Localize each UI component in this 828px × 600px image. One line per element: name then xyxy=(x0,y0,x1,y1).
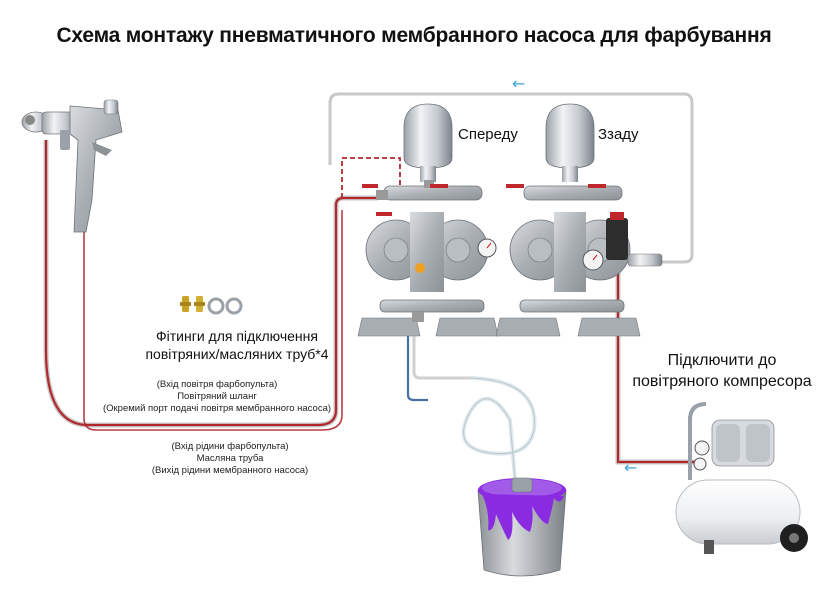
front-label: Спереду xyxy=(458,126,518,143)
fluid-pipe-note: (Вхід рідини фарбопульта) Масляна труба … xyxy=(120,441,340,477)
dashed-air-line xyxy=(341,157,401,198)
air-hose-note: (Вхід повітря фарбопульта) Повітряний шл… xyxy=(92,379,342,415)
fittings-label-line2: повітряних/масляних труб*4 xyxy=(145,346,329,362)
spray-gun-icon xyxy=(21,99,123,233)
arrow-top-icon: ← xyxy=(512,74,525,93)
fittings-icon xyxy=(180,296,243,315)
paint-bucket-icon xyxy=(477,477,567,577)
air-hose-note-line3: (Окремий порт подачі повітря мембранного… xyxy=(102,403,332,414)
fittings-label-line1: Фітинги для підключення xyxy=(156,328,318,344)
arrow-compressor-icon: ← xyxy=(624,458,637,477)
air-hose-note-line1: (Вхід повітря фарбопульта) xyxy=(156,379,278,390)
suction-line xyxy=(406,320,428,402)
fluid-pipe-note-line2: Масляна труба xyxy=(196,453,264,464)
air-hose-note-line2: Повітряний шланг xyxy=(177,391,257,402)
fluid-pipe-note-line1: (Вхід рідини фарбопульта) xyxy=(171,441,289,452)
back-label: Ззаду xyxy=(598,126,639,143)
return-hose-outline xyxy=(328,92,694,264)
diaphragm-pump-back-icon xyxy=(495,103,663,337)
air-compressor-icon xyxy=(675,402,808,554)
fittings-label: Фітинги для підключення повітряних/масля… xyxy=(112,327,362,363)
compressor-label-line1: Підключити до xyxy=(667,352,777,369)
diagram-title: Схема монтажу пневматичного мембранного … xyxy=(56,24,772,47)
compressor-label-line2: повітряного компресора xyxy=(632,373,812,390)
fluid-hose-to-gun xyxy=(83,210,343,431)
diaphragm-pump-front-icon xyxy=(357,103,499,337)
fluid-pipe-note-line3: (Вихід рідини мембранного насоса) xyxy=(151,465,309,476)
compressor-label: Підключити до повітряного компресора xyxy=(622,350,822,392)
